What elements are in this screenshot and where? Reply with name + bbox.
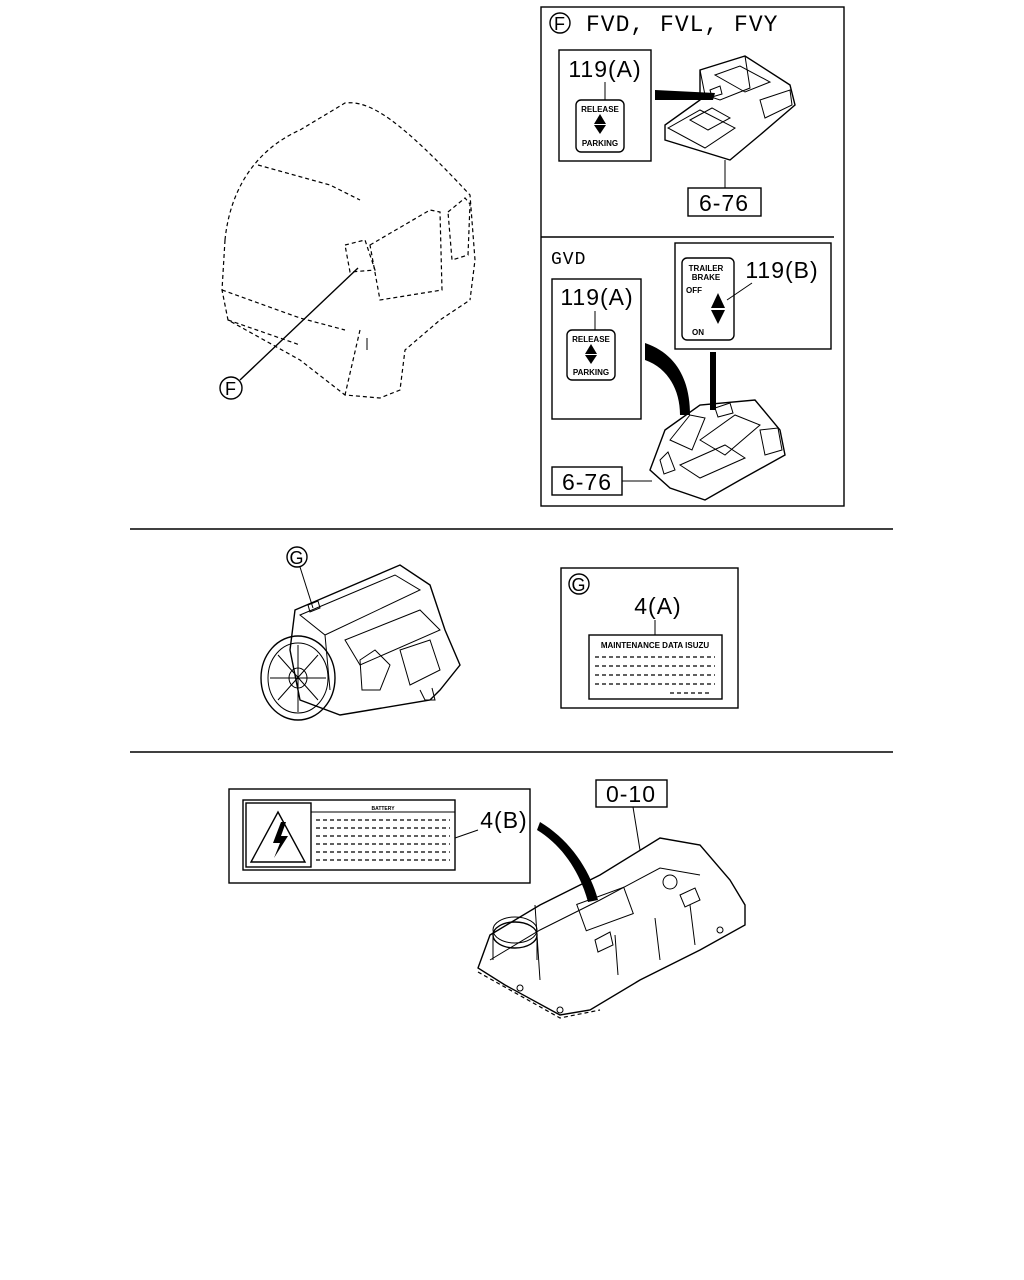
callout-f: F [225, 379, 237, 399]
panel-g: G 4(A) MAINTENANCE DATA ISUZU [560, 567, 739, 709]
arrow-up-icon [711, 293, 725, 308]
trailer-line1: TRAILER [689, 264, 724, 273]
warning-triangle-icon [249, 810, 307, 863]
panel-f: F FVD, FVL, FVY 119(A) RELEASE PARKING 6… [540, 6, 845, 507]
arrow-down-icon [585, 355, 597, 364]
arrow-down-icon [711, 310, 725, 324]
label-119a-gvd: 119(A) [560, 284, 633, 310]
trailer-on: ON [692, 328, 704, 337]
maintenance-data-plate [588, 634, 723, 700]
arrow-down-icon [594, 125, 606, 134]
label-box-119a-gvd [551, 278, 642, 420]
gvd-label: GVD [551, 250, 586, 270]
truck-cab-illustration: F [219, 102, 476, 400]
panel-f-models: FVD, FVL, FVY [586, 12, 778, 38]
callout-g: G [289, 548, 304, 568]
shift-console-illustration [664, 55, 796, 161]
warning-label-panel: BATTERY 4(B) [228, 788, 531, 884]
panel-f-callout: F [554, 14, 566, 34]
plate-parking-text-gvd: PARKING [573, 368, 609, 377]
engine-cover-illustration [477, 837, 746, 1019]
trailer-brake-plate [681, 257, 735, 341]
label-box-119b [674, 242, 832, 350]
label-119a: 119(A) [568, 56, 641, 82]
lightning-bolt-icon [273, 822, 288, 858]
ref-6-76: 6-76 [699, 190, 749, 216]
engine-illustration: G [260, 546, 461, 721]
trailer-line2: BRAKE [692, 273, 721, 282]
label-119b: 119(B) [745, 257, 818, 283]
plate-release-text: RELEASE [581, 105, 619, 114]
trailer-off: OFF [686, 286, 702, 295]
ref-box-6-76 [687, 187, 762, 217]
release-parking-plate-gvd [566, 329, 616, 381]
ref-box-6-76-gvd [551, 466, 623, 496]
plate-parking-text: PARKING [582, 139, 618, 148]
arrow-up-icon [594, 114, 606, 124]
label-box-119a [558, 49, 652, 162]
label-4b: 4(B) [480, 807, 527, 833]
plate-release-text-gvd: RELEASE [572, 335, 610, 344]
ref-6-76-gvd: 6-76 [562, 469, 612, 495]
label-4a: 4(A) [634, 593, 681, 619]
release-parking-plate [575, 99, 625, 153]
arrow-up-icon [585, 344, 597, 354]
maintenance-title: MAINTENANCE DATA ISUZU [601, 641, 710, 650]
ref-0-10: 0-10 [606, 781, 656, 807]
warning-header: BATTERY [371, 806, 395, 812]
ref-box-0-10 [595, 779, 668, 808]
panel-g-callout: G [571, 575, 586, 595]
gvd-console-illustration [649, 399, 786, 501]
